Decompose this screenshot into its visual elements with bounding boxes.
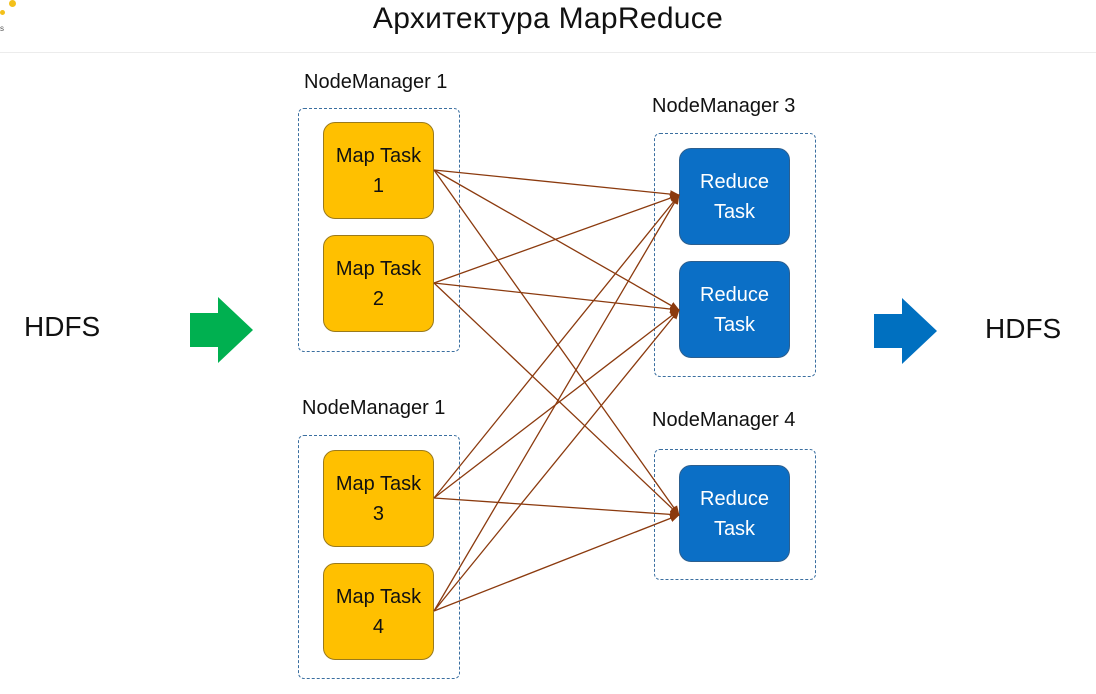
node-manager-box-3 xyxy=(654,133,816,377)
output-arrow-icon xyxy=(874,298,937,364)
slide-title: Архитектура MapReduce xyxy=(372,2,724,35)
input-hdfs-label: HDFS xyxy=(24,311,101,342)
logo-dot-icon xyxy=(0,10,5,15)
connection-map1-reduce1 xyxy=(433,169,680,199)
connection-map4-reduce3 xyxy=(433,514,680,612)
connection-map4-reduce2 xyxy=(433,309,680,612)
node-manager-label-1: NodeManager 1 xyxy=(304,71,448,93)
reduce-task-3: Reduce Task xyxy=(679,465,790,562)
connection-map4-reduce1 xyxy=(433,194,680,612)
map-task-2: Map Task 2 xyxy=(323,235,434,332)
connection-map3-reduce3 xyxy=(433,497,680,519)
node-manager-label-4: NodeManager 4 xyxy=(652,409,796,431)
output-hdfs-label: HDFS xyxy=(985,313,1062,344)
reduce-task-1: Reduce Task xyxy=(679,148,790,245)
connection-map2-reduce1 xyxy=(433,194,680,284)
node-manager-label-2: NodeManager 1 xyxy=(302,397,446,419)
title-divider xyxy=(0,52,1096,53)
node-manager-box-4 xyxy=(654,449,816,580)
map-task-4: Map Task 4 xyxy=(323,563,434,660)
connection-map1-reduce3 xyxy=(433,169,680,516)
node-manager-label-3: NodeManager 3 xyxy=(652,95,796,117)
node-manager-box-2 xyxy=(298,435,460,679)
connection-map3-reduce1 xyxy=(433,194,680,499)
connection-map1-reduce2 xyxy=(433,169,680,311)
logo-text: s xyxy=(0,24,4,33)
input-arrow-icon xyxy=(190,297,253,363)
logo-dots-icon xyxy=(9,0,16,7)
connection-map2-reduce3 xyxy=(433,282,680,516)
map-task-3: Map Task 3 xyxy=(323,450,434,547)
map-task-1: Map Task 1 xyxy=(323,122,434,219)
logo: s xyxy=(0,0,24,40)
reduce-task-2: Reduce Task xyxy=(679,261,790,358)
connection-map2-reduce2 xyxy=(433,282,680,313)
node-manager-box-1 xyxy=(298,108,460,352)
